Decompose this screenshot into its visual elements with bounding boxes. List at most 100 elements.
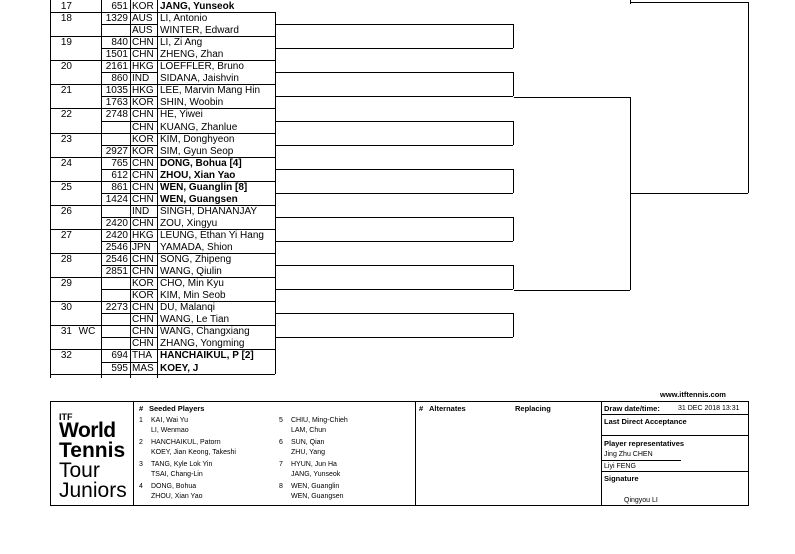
bracket-line — [158, 60, 275, 62]
rank-cell: 2161 — [105, 61, 128, 73]
nationality-cell: THA — [132, 350, 152, 362]
nationality-cell: CHN — [132, 37, 154, 49]
seed-number: 8 — [279, 483, 283, 490]
bracket-line — [276, 72, 513, 74]
nationality-cell: CHN — [132, 157, 154, 169]
bracket-line — [275, 349, 276, 374]
row-line — [50, 253, 158, 255]
seed-number: 7 — [279, 461, 283, 468]
row-line — [101, 144, 158, 146]
player-name: ZHOU, Xian Yao — [160, 169, 236, 181]
nationality-cell: KOR — [132, 290, 154, 302]
seeded-hash: # — [139, 404, 144, 413]
bracket-line — [275, 204, 276, 229]
draw-date-label: Draw date/time: — [604, 404, 660, 413]
seed-player: TANG, Kyle Lok Yin — [151, 461, 213, 468]
draw-position: 29 — [60, 278, 72, 290]
rank-cell: 840 — [111, 37, 128, 49]
seed-number: 2 — [139, 439, 143, 446]
logo-tour: Tour — [59, 459, 100, 482]
seed-player: HANCHAIKUL, Patorn — [151, 439, 221, 446]
row-line — [101, 337, 158, 339]
frame-line — [101, 0, 102, 378]
seed-number: 1 — [139, 417, 143, 424]
bracket-line — [276, 96, 513, 98]
signature-title: Signature — [604, 474, 639, 483]
seed-partner: ZHU, Yang — [291, 449, 325, 456]
bracket-line — [276, 337, 513, 339]
seed-partner: LAM, Chun — [291, 427, 327, 434]
nationality-cell: HKG — [132, 85, 154, 97]
logo-tennis: Tennis — [59, 439, 126, 462]
nationality-cell: CHN — [132, 254, 154, 266]
draw-position: 31 — [60, 326, 72, 338]
player-name: ZHENG, Zhan — [160, 49, 224, 61]
bracket-line — [275, 228, 276, 254]
player-name: ZOU, Xingyu — [160, 217, 218, 229]
player-name: SHIN, Woobin — [160, 97, 224, 109]
bracket-line — [158, 325, 275, 327]
nationality-cell: CHN — [132, 49, 154, 61]
bracket-line — [276, 241, 513, 242]
row-line — [101, 24, 158, 26]
rank-cell: 2927 — [105, 145, 128, 157]
player-name: LEE, Marvin Mang Hin — [160, 85, 261, 97]
nationality-cell: KOR — [132, 97, 154, 109]
draw-position: 17 — [60, 1, 72, 12]
seed-player: KAI, Wai Yu — [151, 417, 188, 424]
last-da-title: Last Direct Acceptance — [604, 417, 687, 426]
rank-cell: 2420 — [105, 217, 128, 229]
draw-position: 26 — [60, 205, 72, 217]
bracket-line — [276, 120, 513, 122]
seed-player: CHIU, Ming-Chieh — [291, 417, 348, 424]
row-line — [101, 192, 158, 194]
nationality-cell: CHN — [132, 109, 154, 121]
row-line — [50, 349, 158, 351]
signature-name: Qingyou LI — [624, 497, 658, 504]
nationality-cell: KOR — [132, 1, 154, 12]
player-name: WINTER, Edward — [160, 25, 239, 37]
nationality-cell: CHN — [132, 121, 154, 133]
nationality-cell: KOR — [132, 145, 154, 157]
player-name: WANG, Qiulin — [160, 266, 222, 278]
bracket-line — [513, 265, 514, 290]
nationality-cell: CHN — [132, 266, 154, 278]
nationality-cell: CHN — [132, 181, 154, 193]
bracket-line — [158, 228, 275, 230]
player-name: ZHANG, Yongming — [160, 338, 245, 350]
entry-cell: WC — [78, 326, 96, 338]
bracket-line — [158, 36, 275, 38]
row-line — [50, 12, 158, 14]
bracket-line — [631, 2, 748, 3]
player-name: CHO, Min Kyu — [160, 278, 224, 290]
bracket-line — [276, 313, 513, 315]
seed-partner: WEN, Guangsen — [291, 493, 344, 500]
seeded-title: Seeded Players — [149, 404, 205, 413]
bracket-line — [276, 192, 513, 194]
draw-position: 28 — [60, 254, 72, 266]
bracket-line — [158, 373, 275, 375]
bracket-line — [276, 265, 513, 267]
bracket-line — [513, 168, 514, 193]
row-line — [50, 204, 158, 206]
row-line — [50, 36, 158, 38]
bracket-line — [158, 349, 275, 351]
draw-position: 23 — [60, 133, 72, 145]
nationality-cell: AUS — [132, 13, 153, 25]
rank-cell: 2420 — [105, 229, 128, 241]
row-line — [50, 373, 158, 375]
reps-title: Player representatives — [604, 439, 685, 448]
nationality-cell: IND — [132, 73, 150, 85]
player-name: SINGH, DHANANJAY — [160, 205, 258, 217]
player-name: KIM, Min Seob — [160, 290, 226, 302]
draw-date: 31 DEC 2018 13:31 — [678, 405, 740, 412]
seed-number: 5 — [279, 417, 283, 424]
seed-player: DONG, Bohua — [151, 483, 197, 490]
player-name: SONG, Zhipeng — [160, 254, 232, 266]
player-name: WEN, Guangsen — [160, 193, 238, 205]
divider — [133, 402, 134, 505]
bracket-line — [275, 132, 276, 157]
seed-partner: TSAI, Chang-Lin — [151, 471, 203, 478]
bracket-line — [513, 72, 514, 97]
nationality-cell: CHN — [132, 314, 154, 326]
